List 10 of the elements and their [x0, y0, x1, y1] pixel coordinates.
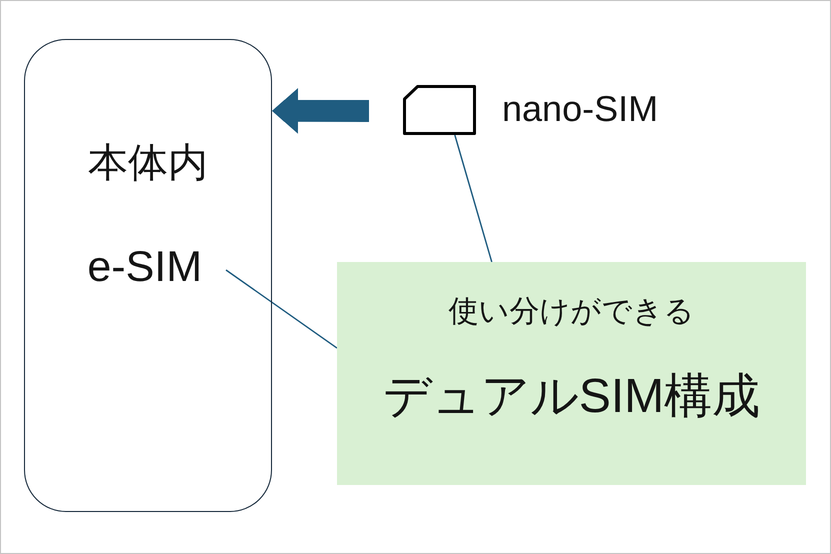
leader-line: [454, 134, 492, 262]
phone-outline: [24, 39, 272, 512]
node-label: 本体内: [87, 140, 209, 186]
node-caption: nano-SIM: [502, 88, 658, 130]
highlight-panel: [337, 262, 806, 485]
node-label: e-SIM: [87, 243, 202, 293]
leader-line: [226, 269, 338, 349]
node-label: 使い分けができる: [448, 295, 696, 330]
arrow: [272, 88, 369, 134]
node-label: デュアルSIM構成: [382, 369, 762, 424]
